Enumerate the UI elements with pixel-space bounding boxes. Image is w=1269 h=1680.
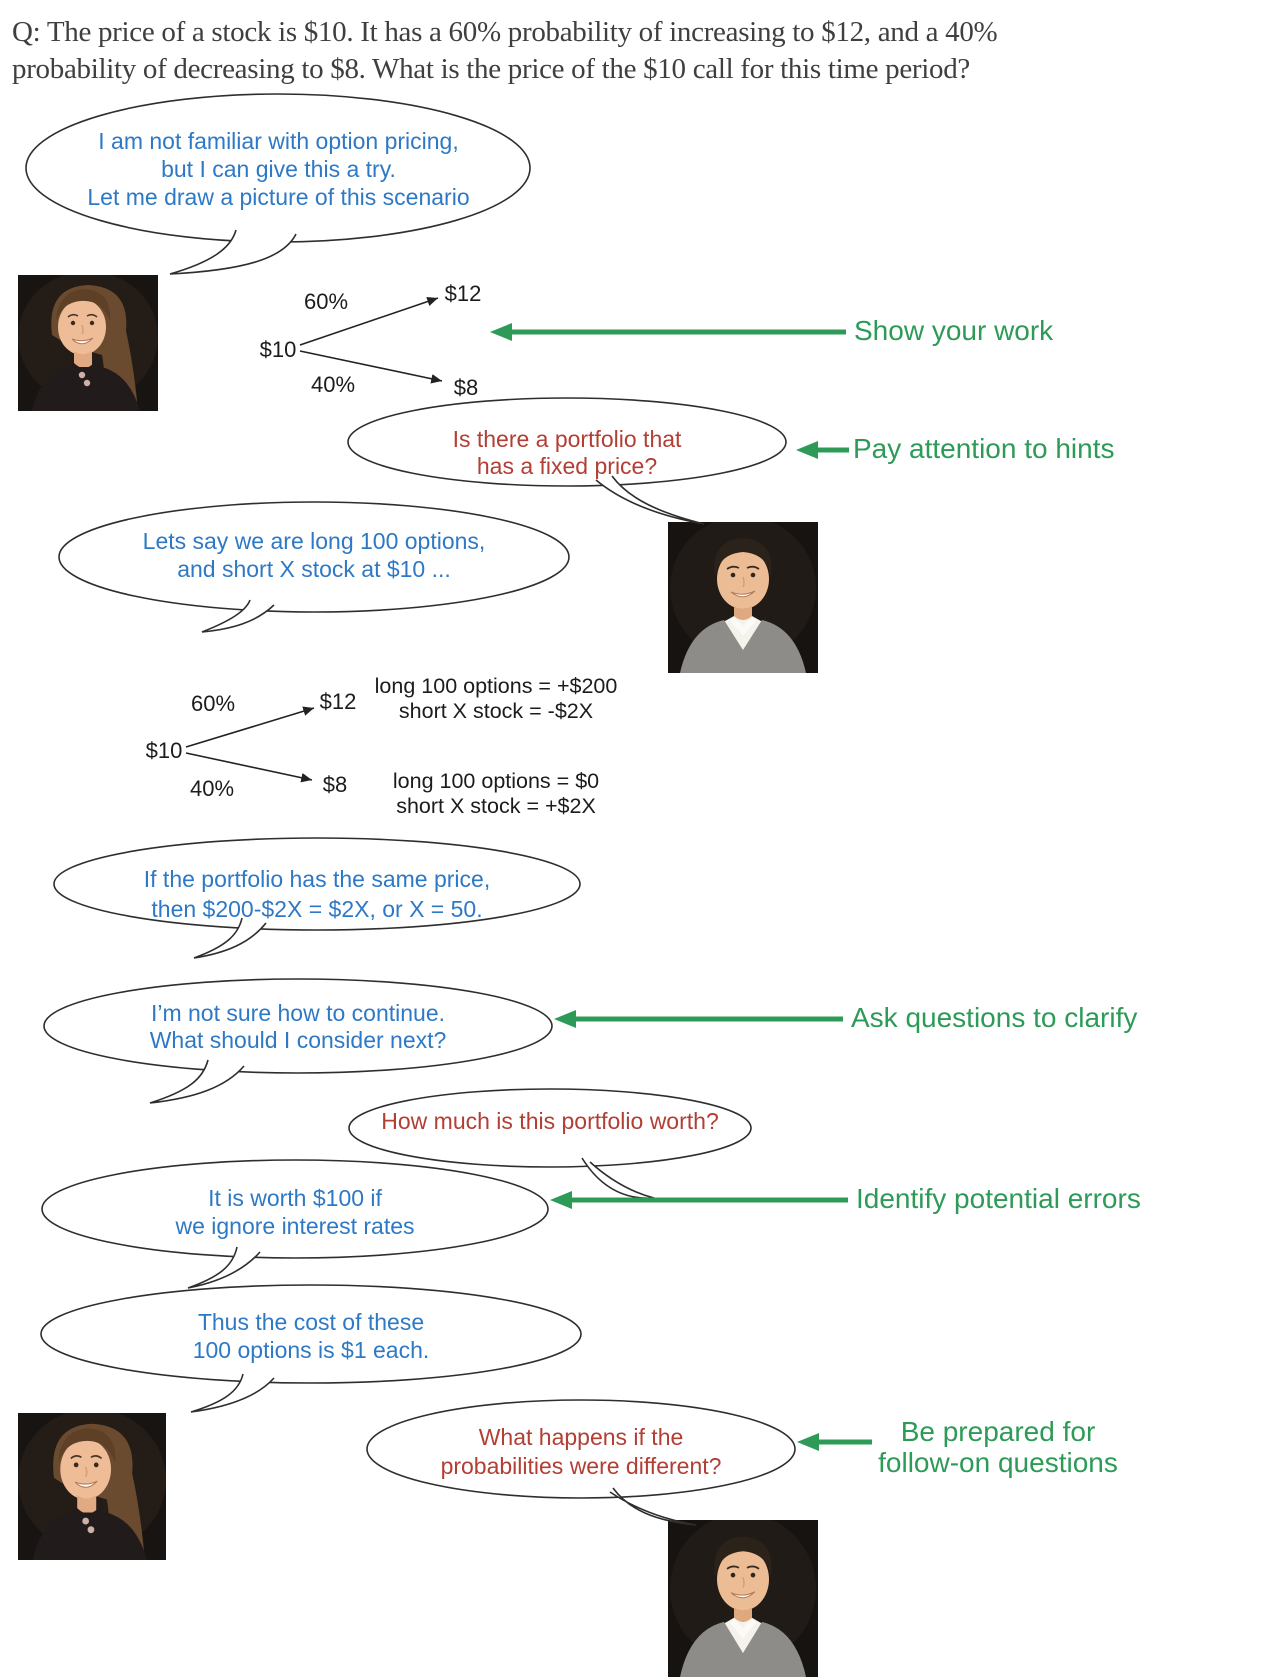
candidate-bubble-3-text: If the portfolio has the same price, the… (55, 864, 579, 924)
bubble-line: has a fixed price? (476, 453, 658, 479)
interviewer-bubble-2-text: How much is this portfolio worth? (360, 1108, 740, 1135)
bubble-line: 100 options is $1 each. (192, 1337, 430, 1363)
annotation-arrow-follow-on (797, 1433, 872, 1451)
bubble-line: It is worth $100 if (208, 1185, 382, 1211)
candidate-portrait-graphic (18, 275, 158, 411)
annotation-identify-potential-errors: Identify potential errors (856, 1183, 1141, 1214)
bubble-line: What should I consider next? (149, 1027, 447, 1053)
speech-bubble-candidate-6 (40, 1284, 582, 1413)
annotation-pay-attention-to-hints: Pay attention to hints (853, 433, 1115, 464)
bubble-line: probabilities were different? (440, 1453, 722, 1479)
bubble-line: we ignore interest rates (175, 1213, 415, 1239)
bubble-line: How much is this portfolio worth? (381, 1108, 719, 1134)
annotation-show-your-work: Show your work (854, 315, 1054, 346)
candidate-photo-top (18, 275, 158, 411)
interviewer-portrait-graphic (668, 522, 818, 673)
tree2-root-value: $10 (145, 738, 183, 763)
bubble-line: I’m not sure how to continue. (150, 1000, 446, 1026)
interviewer-photo-bottom (668, 1520, 818, 1677)
interviewer-bubble-1-text: Is there a portfolio that has a fixed pr… (357, 426, 777, 480)
candidate-portrait-graphic (18, 1413, 166, 1560)
candidate-bubble-2-text: Lets say we are long 100 options, and sh… (60, 528, 568, 583)
tree1-up-value: $12 (444, 281, 482, 306)
tree1-down-probability: 40% (310, 372, 356, 397)
bubble-line: Is there a portfolio that (452, 426, 682, 452)
bubble-line: Let me draw a picture of this scenario (87, 184, 470, 210)
note-line: long 100 options = +$200 (374, 674, 618, 698)
annotation-arrow-ask-questions (554, 1010, 843, 1028)
candidate-bubble-5-text: It is worth $100 if we ignore interest r… (43, 1184, 547, 1240)
tree2-down-payoff-note: long 100 options = $0 short X stock = +$… (362, 769, 630, 819)
bubble-line: If the portfolio has the same price, (143, 866, 491, 892)
annotation-arrow-identify-errors (550, 1191, 848, 1209)
interviewer-portrait-graphic (668, 1520, 818, 1677)
question-line-1: Q: The price of a stock is $10. It has a… (12, 16, 998, 48)
speech-bubble-interviewer-3 (366, 1399, 796, 1526)
tree2-up-value: $12 (319, 689, 357, 714)
speech-bubble-candidate-4 (43, 978, 553, 1104)
bubble-line: and short X stock at $10 ... (177, 555, 451, 582)
tree2-down-value: $8 (322, 772, 348, 797)
annotation-ask-questions-to-clarify: Ask questions to clarify (851, 1002, 1138, 1033)
binomial-tree-1-branches (299, 296, 443, 384)
tree2-down-probability: 40% (189, 776, 235, 801)
note-line: short X stock = -$2X (398, 699, 594, 723)
question-text: Q: The price of a stock is $10. It has a… (12, 14, 1262, 88)
annotation-arrow-pay-attention (796, 441, 849, 459)
speech-bubble-candidate-5 (41, 1159, 549, 1289)
bubble-line: then $200-$2X = $2X, or X = 50. (151, 896, 483, 922)
question-line-2: probability of decreasing to $8. What is… (12, 53, 970, 85)
tree1-up-probability: 60% (303, 289, 349, 314)
annotation-arrow-show-your-work (490, 323, 846, 341)
candidate-bubble-1-text: I am not familiar with option pricing, b… (26, 127, 531, 211)
bubble-line: What happens if the (478, 1424, 684, 1450)
note-line: short X stock = +$2X (396, 794, 596, 818)
tree1-root-value: $10 (259, 337, 297, 362)
bubble-line: I am not familiar with option pricing, (98, 128, 459, 154)
interviewer-bubble-3-text: What happens if the probabilities were d… (371, 1423, 791, 1481)
speech-bubble-candidate-3 (53, 837, 581, 959)
speech-bubble-interviewer-1 (347, 397, 787, 525)
speech-bubble-candidate-1 (25, 93, 531, 275)
annotation-be-prepared-follow-on: Be prepared for follow-on questions (857, 1416, 1139, 1478)
bubble-line: Thus the cost of these (197, 1309, 425, 1335)
annotation-line: follow-on questions (878, 1447, 1118, 1478)
candidate-photo-bottom (18, 1413, 166, 1560)
interviewer-photo-top (668, 522, 818, 673)
bubble-line: but I can give this a try. (161, 156, 396, 182)
candidate-bubble-6-text: Thus the cost of these 100 options is $1… (41, 1308, 581, 1364)
annotation-line: Be prepared for (900, 1416, 1096, 1447)
note-line: long 100 options = $0 (392, 769, 600, 793)
tree1-down-value: $8 (453, 375, 479, 400)
binomial-tree-2-branches (185, 706, 315, 783)
speech-bubble-candidate-2 (58, 501, 570, 633)
tree2-up-payoff-note: long 100 options = +$200 short X stock =… (362, 674, 630, 724)
bubble-line: Lets say we are long 100 options, (142, 528, 486, 554)
tree2-up-probability: 60% (190, 691, 236, 716)
candidate-bubble-4-text: I’m not sure how to continue. What shoul… (45, 1000, 551, 1054)
